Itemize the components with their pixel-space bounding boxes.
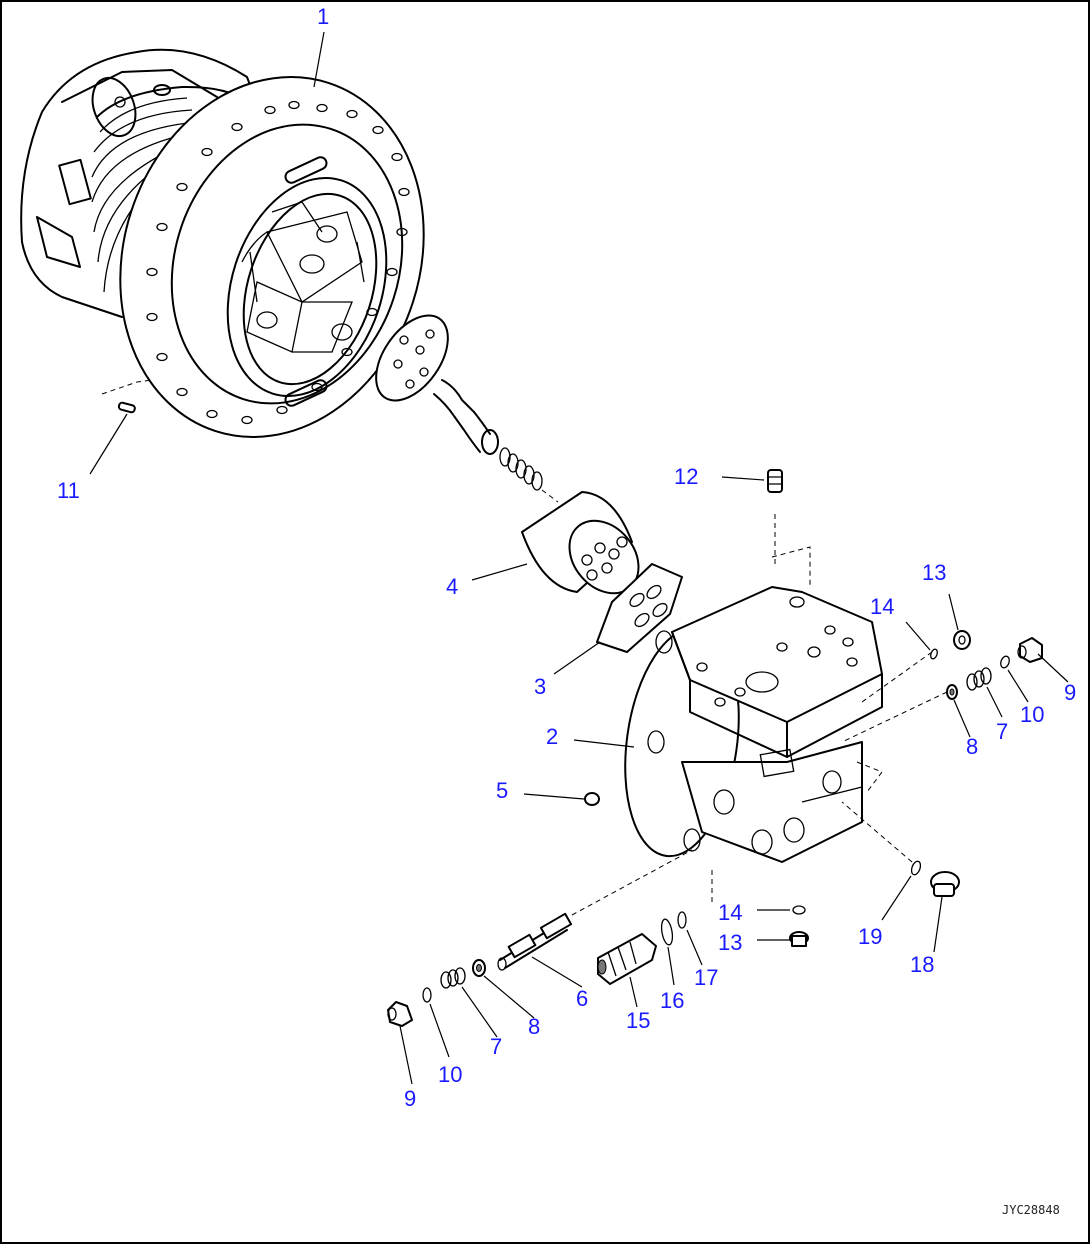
callout-8-right: 8 [966,734,978,759]
o-ring-part-10-right[interactable] [999,655,1011,669]
valve-part-15[interactable] [597,933,657,985]
callout-11: 11 [57,478,80,503]
spool-part-6[interactable] [497,912,573,971]
plug-part-12[interactable] [767,469,783,493]
callout-17: 17 [694,965,718,990]
callout-13-top: 13 [922,560,946,585]
spring-part-7-right[interactable] [966,667,992,691]
valve-plate-part-3[interactable] [596,563,683,653]
o-ring-part-10-left[interactable] [422,987,432,1003]
callout-16: 16 [660,988,684,1013]
callout-10-left: 10 [438,1062,462,1087]
o-ring-part-14-bottom[interactable] [792,905,806,915]
callout-13-bottom: 13 [718,930,742,955]
leader-lines [89,31,1069,1085]
o-ring-part-14-top[interactable] [929,648,938,660]
callout-14-bottom: 14 [718,900,742,925]
plug-part-9-right[interactable] [1017,637,1043,663]
brake-plate-and-spring-stack[interactable] [362,303,559,503]
callout-3: 3 [534,674,546,699]
callout-2: 2 [546,724,558,749]
ball-part-8-left[interactable] [472,959,486,977]
relief-plug-part-13-bottom[interactable] [789,931,809,947]
plug-part-9-left[interactable] [387,1001,413,1027]
o-ring-part-16[interactable] [660,918,674,946]
drawing-number: JYC28848 [1002,1203,1060,1217]
callout-7-left: 7 [490,1034,502,1059]
relief-plug-part-13-top[interactable] [953,630,971,650]
plug-part-18[interactable] [930,871,960,897]
o-ring-part-17[interactable] [677,911,687,929]
callout-18: 18 [910,952,934,977]
callout-8-left: 8 [528,1014,540,1039]
callout-10-right: 10 [1020,702,1044,727]
callout-4: 4 [446,574,458,599]
callout-12: 12 [674,464,698,489]
ball-part-8-right[interactable] [946,684,958,700]
callout-labels: 1 11 12 4 3 2 5 13 14 9 10 7 8 6 14 13 1… [57,4,1076,1111]
callout-1: 1 [317,4,329,29]
motor-housing-part-1[interactable] [20,37,469,477]
motor-case-part-2[interactable] [612,586,883,864]
callout-9-left: 9 [404,1086,416,1111]
callout-14-top: 14 [870,594,894,619]
callout-15: 15 [626,1008,650,1033]
o-ring-part-19[interactable] [910,860,922,876]
callout-7-right: 7 [996,719,1008,744]
cylinder-block-part-4[interactable] [521,491,653,607]
callout-19: 19 [858,924,882,949]
callout-6: 6 [576,986,588,1011]
callout-5: 5 [496,778,508,803]
spring-part-7-left[interactable] [440,967,466,989]
plug-part-5[interactable] [584,792,600,806]
callout-9-right: 9 [1064,680,1076,705]
